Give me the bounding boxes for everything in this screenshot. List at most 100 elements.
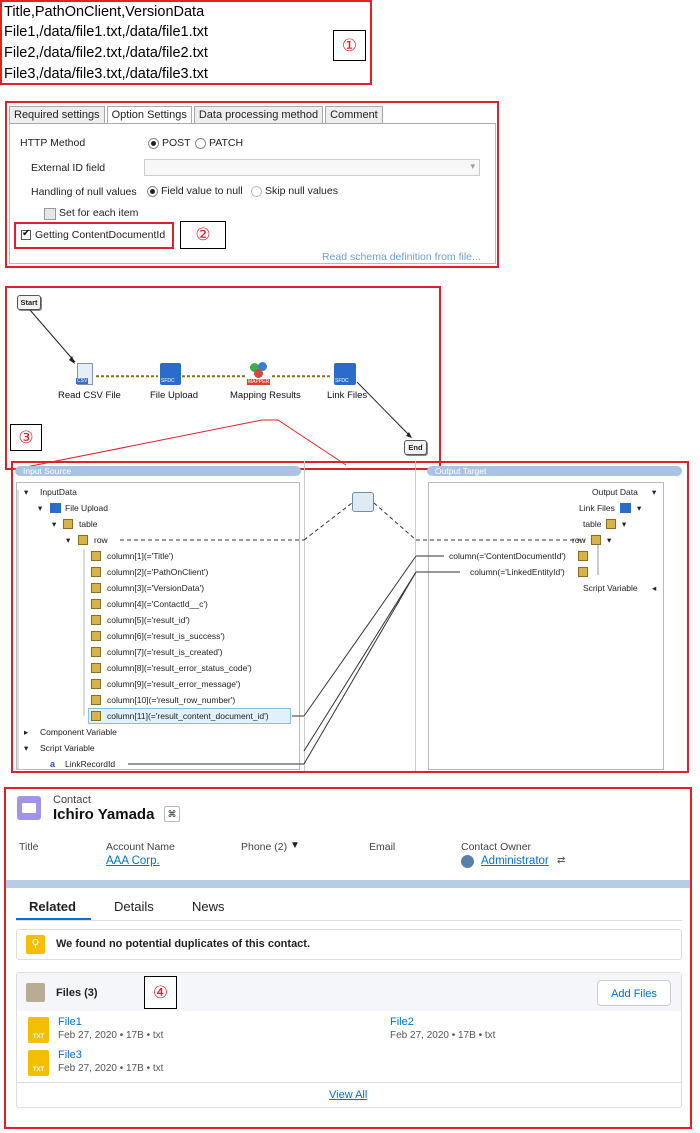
change-owner-icon[interactable]: ⇄ (557, 855, 566, 866)
tree-file-upload[interactable]: File Upload (65, 503, 108, 513)
table-icon (606, 519, 616, 529)
tree-out-link-files[interactable]: Link Files (579, 503, 615, 513)
tree-expand-icon[interactable]: ▾ (24, 743, 29, 753)
tree-column[interactable]: column[10](='result_row_number') (107, 695, 236, 705)
field-owner-link[interactable]: Administrator (481, 855, 549, 867)
column-icon (91, 695, 101, 705)
tree-column[interactable]: column[1](='Title') (107, 551, 174, 561)
radio-field-null[interactable] (147, 186, 158, 197)
node-file-upload: File Upload (150, 390, 199, 401)
tree-expand-icon[interactable]: ▾ (52, 519, 57, 529)
hierarchy-icon[interactable]: ⌘ (164, 806, 180, 822)
field-account-link[interactable]: AAA Corp. (106, 855, 160, 867)
sfdc-link-icon[interactable]: SFDC (334, 363, 356, 385)
tabs-divider (16, 920, 682, 921)
tab-comment[interactable]: Comment (325, 106, 383, 124)
tree-expand-icon[interactable]: ▾ (24, 487, 29, 497)
start-node[interactable]: Start (17, 295, 41, 310)
field-title-label: Title (19, 841, 39, 853)
tree-expand-icon[interactable]: ▾ (622, 519, 627, 529)
field-owner-label: Contact Owner (461, 841, 532, 853)
input-tree-panel (16, 482, 300, 770)
output-tree-panel (428, 482, 664, 770)
tab-option-settings[interactable]: Option Settings (106, 106, 192, 125)
tree-column[interactable]: column[5](='result_id') (107, 615, 190, 625)
tree-expand-icon[interactable]: ▾ (652, 487, 657, 497)
tree-script-variable[interactable]: Script Variable (40, 743, 95, 753)
files-footer-divider (17, 1082, 681, 1083)
csv-line: Title,PathOnClient,VersionData (4, 4, 205, 20)
tree-output-root[interactable]: Output Data (592, 487, 638, 497)
add-files-button[interactable]: Add Files (597, 980, 671, 1006)
tree-column[interactable]: column[6](='result_is_success') (107, 631, 225, 641)
tab-data-processing[interactable]: Data processing method (193, 106, 324, 124)
mapping-lines (17, 490, 599, 770)
set-each-checkbox[interactable] (44, 208, 56, 220)
mapping-highlight-box (11, 461, 689, 773)
csv-highlight-box (0, 0, 372, 85)
tree-column[interactable]: column[3](='VersionData') (107, 583, 205, 593)
column-icon (91, 599, 101, 609)
tree-out-column[interactable]: column(='LinkedEntityId') (470, 567, 565, 577)
column-icon (91, 615, 101, 625)
tree-expand-icon[interactable]: ▸ (24, 727, 29, 737)
tree-expand-icon[interactable]: ▾ (637, 503, 642, 513)
http-method-label: HTTP Method (20, 137, 86, 149)
csv-line: File3,/data/file3.txt,/data/file3.txt (4, 66, 208, 82)
tab-required-settings[interactable]: Required settings (9, 106, 105, 124)
read-schema-link[interactable]: Read schema definition from file... (322, 251, 481, 263)
file-link[interactable]: File3 (58, 1049, 82, 1061)
chevron-down-icon[interactable]: ▼ (290, 840, 300, 851)
tab-news[interactable]: News (192, 899, 225, 914)
mapper-function-icon[interactable] (352, 492, 374, 512)
column-icon (91, 567, 101, 577)
tree-expand-icon[interactable]: ▾ (607, 535, 612, 545)
mapper-icon[interactable]: MAPPER (247, 361, 271, 385)
duplicates-message: We found no potential duplicates of this… (56, 938, 311, 950)
tree-out-column[interactable]: column(='ContentDocumentId') (449, 551, 566, 561)
file-link[interactable]: File1 (58, 1016, 82, 1028)
tree-component-variable[interactable]: Component Variable (40, 727, 117, 737)
tree-column[interactable]: column[11](='result_content_document_id'… (107, 711, 269, 721)
view-all-link[interactable]: View All (329, 1089, 368, 1101)
field-phone-label[interactable]: Phone (2) (241, 841, 288, 853)
file-link[interactable]: File2 (390, 1016, 414, 1028)
end-node[interactable]: End (404, 440, 427, 455)
tree-column[interactable]: column[2](='PathOnClient') (107, 567, 209, 577)
tree-column[interactable]: column[4](='ContactId__c') (107, 599, 208, 609)
column-icon (91, 583, 101, 593)
tree-expand-icon[interactable]: ▾ (66, 535, 71, 545)
tree-link-record-id[interactable]: LinkRecordId (65, 759, 116, 769)
radio-post[interactable] (148, 138, 159, 149)
tree-expand-icon[interactable]: ◂ (652, 583, 657, 593)
row-icon (591, 535, 601, 545)
tree-expand-icon[interactable]: ▾ (38, 503, 43, 513)
tree-table[interactable]: table (79, 519, 98, 529)
files-card-header (17, 973, 681, 1011)
tree-column[interactable]: column[8](='result_error_status_code') (107, 663, 252, 673)
txt-file-icon: TXT (28, 1017, 49, 1043)
tree-column[interactable]: column[9](='result_error_message') (107, 679, 241, 689)
column-icon (91, 551, 101, 561)
csv-line: File1,/data/file1.txt,/data/file1.txt (4, 24, 208, 40)
getting-checkbox[interactable]: ✔ (21, 228, 31, 240)
csv-file-icon[interactable]: CSV (76, 363, 93, 385)
tab-related[interactable]: Related (29, 899, 76, 914)
tree-out-row[interactable]: row (572, 535, 586, 545)
tab-details[interactable]: Details (114, 899, 154, 914)
tree-out-script-variable[interactable]: Script Variable (583, 583, 638, 593)
file-meta: Feb 27, 2020 • 17B • txt (58, 1030, 164, 1041)
column-icon (578, 567, 588, 577)
csv-line: File2,/data/file2.txt,/data/file2.txt (4, 45, 208, 61)
column-icon (91, 711, 101, 721)
radio-skip-null[interactable] (251, 186, 262, 197)
external-id-select[interactable]: ▾ (144, 159, 480, 176)
external-id-label: External ID field (31, 162, 106, 174)
tree-out-table[interactable]: table (583, 519, 602, 529)
sfdc-upload-icon[interactable]: SFDC (160, 363, 181, 385)
set-each-label: Set for each item (59, 207, 139, 219)
tree-row[interactable]: row (94, 535, 108, 545)
tree-input-root[interactable]: InputData (40, 487, 77, 497)
radio-patch[interactable] (195, 138, 206, 149)
tree-column[interactable]: column[7](='result_is_created') (107, 647, 223, 657)
